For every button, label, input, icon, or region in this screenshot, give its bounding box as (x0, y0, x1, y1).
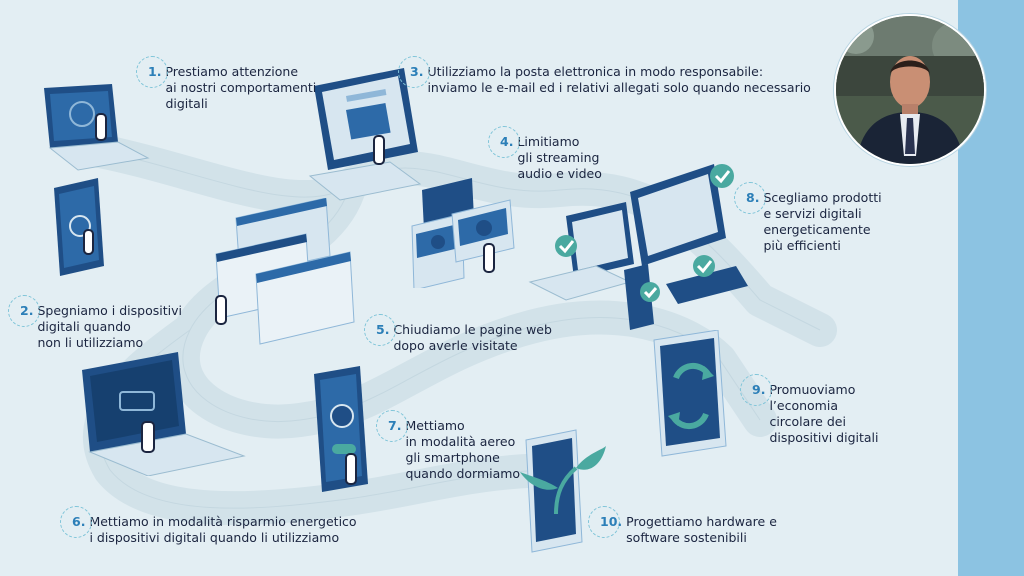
tip-text: Spegniamo i dispositivi digitali quando … (37, 303, 182, 350)
tip-number: 7. (388, 418, 402, 433)
number-badge (588, 506, 620, 538)
tip-text: Scegliamo prodotti e servizi digitali en… (763, 190, 882, 253)
phone-power-icon (54, 178, 104, 276)
tip-number: 6. (72, 514, 86, 529)
number-badge (734, 182, 766, 214)
number-badge (398, 56, 430, 88)
browser-windows-icon (215, 198, 355, 345)
tip-number: 1. (148, 64, 162, 79)
tip-3: 3.Utilizziamo la posta elettronica in mo… (398, 56, 811, 96)
tip-number: 8. (746, 190, 760, 205)
number-badge (8, 295, 40, 327)
phone-plant-icon (520, 429, 606, 553)
tip-7: 7.Mettiamo in modalità aereo gli smartph… (376, 410, 521, 482)
tip-text: Chiudiamo le pagine web dopo averle visi… (393, 322, 552, 353)
number-badge (376, 410, 408, 442)
tip-number: 10. (600, 514, 623, 529)
number-badge (740, 374, 772, 406)
desktop-email-icon (308, 68, 422, 201)
devices-check-icon (528, 164, 748, 330)
tip-text: Mettiamo in modalità risparmio energetic… (89, 514, 357, 545)
tip-2: 2.Spegniamo i dispositivi digitali quand… (8, 295, 182, 351)
laptop-battery-icon (82, 352, 246, 476)
presenter-photo (836, 16, 984, 164)
number-badge (60, 506, 92, 538)
tip-text: Limitiamo gli streaming audio e video (517, 134, 602, 181)
number-badge (136, 56, 168, 88)
number-badge (364, 314, 396, 346)
tip-text: Promuoviamo l’economia circolare dei dis… (769, 382, 879, 445)
tip-1: 1.Prestiamo attenzione ai nostri comport… (136, 56, 317, 112)
laptop-touch-icon (44, 84, 150, 171)
tip-8: 8.Scegliamo prodotti e servizi digitali … (734, 182, 882, 254)
tip-9: 9.Promuoviamo l’economia circolare dei d… (740, 374, 879, 446)
tip-text: Prestiamo attenzione ai nostri comportam… (165, 64, 317, 111)
tip-text: Progettiamo hardware e software sostenib… (626, 514, 777, 545)
tip-number: 4. (500, 134, 514, 149)
tip-number: 9. (752, 382, 766, 397)
tip-number: 3. (410, 64, 424, 79)
number-badge (488, 126, 520, 158)
presenter-avatar (834, 14, 986, 166)
tip-6: 6.Mettiamo in modalità risparmio energet… (60, 506, 357, 546)
tip-10: 10.Progettiamo hardware e software soste… (588, 506, 777, 546)
tip-text: Utilizziamo la posta elettronica in modo… (427, 64, 811, 95)
tip-number: 2. (20, 303, 34, 318)
phone-airplane-icon (314, 366, 368, 492)
tip-5: 5.Chiudiamo le pagine web dopo averle vi… (364, 314, 552, 354)
tip-4: 4.Limitiamo gli streaming audio e video (488, 126, 602, 182)
video-player-icon (411, 178, 515, 288)
tablet-recycle-icon (653, 330, 727, 457)
tip-number: 5. (376, 322, 390, 337)
tip-text: Mettiamo in modalità aereo gli smartphon… (405, 418, 521, 481)
